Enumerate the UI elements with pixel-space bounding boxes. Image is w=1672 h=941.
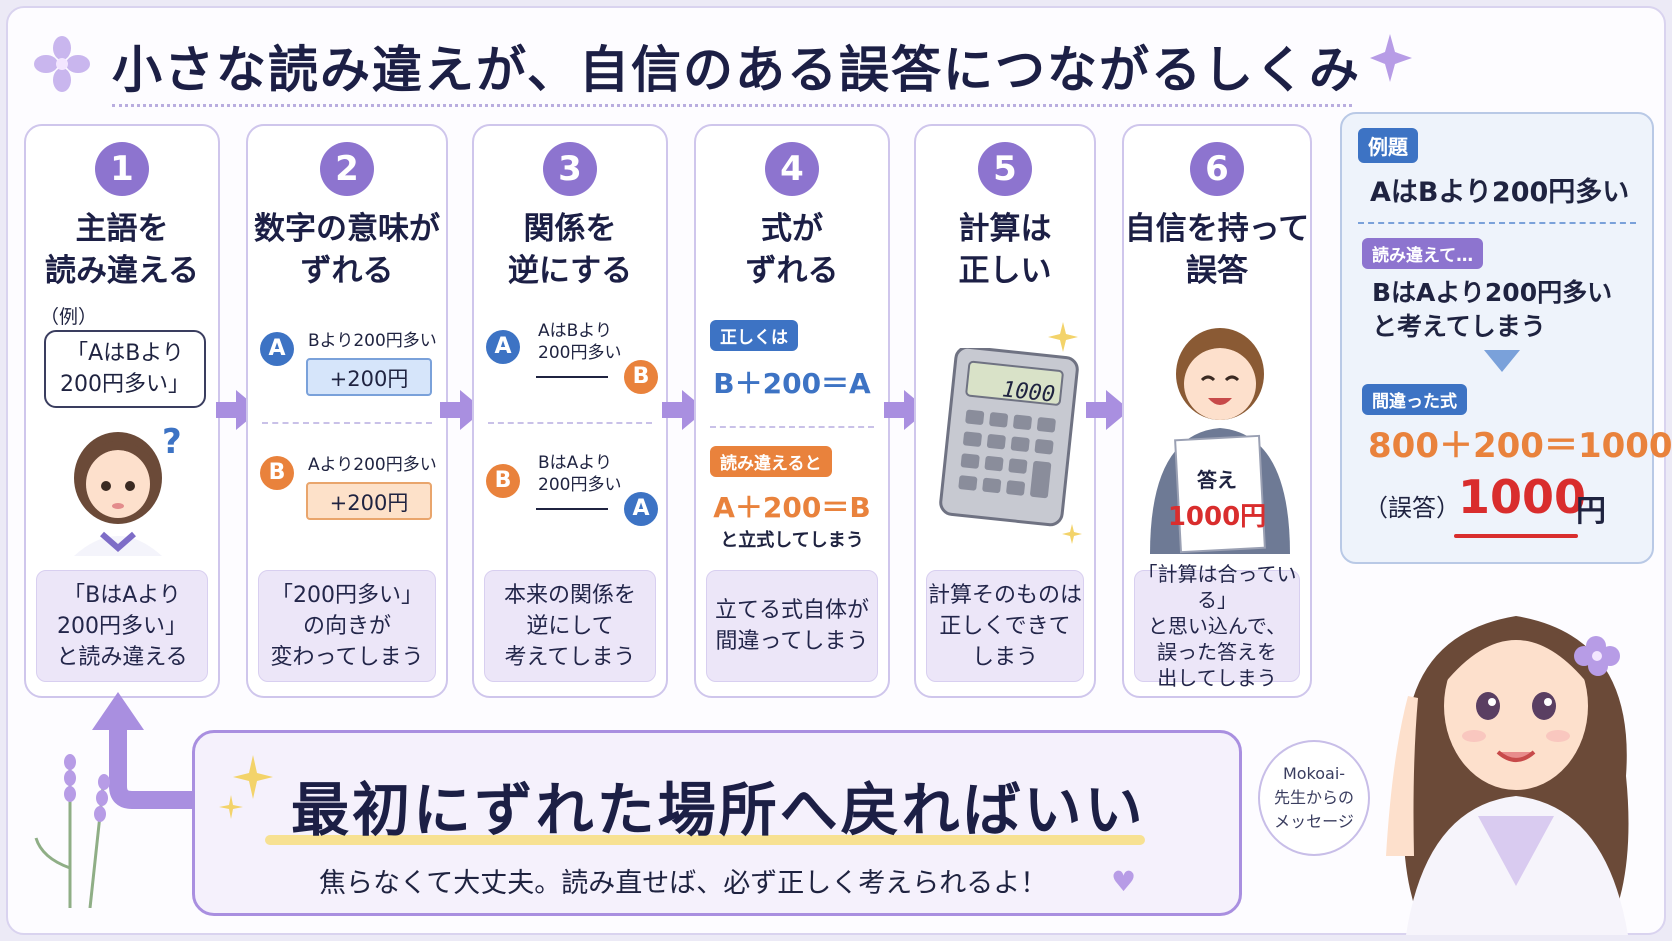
step-4-card: 4 式が ずれる 正しくは B＋200＝A 読み違えると A＋200＝B と立式… [694,124,890,698]
heart-icon: ♥ [1111,865,1137,898]
letter-b: B [260,456,294,490]
correct-formula: B＋200＝A [713,367,871,400]
step-number: 5 [978,142,1032,196]
arrow-line [536,508,608,510]
flower-icon [34,36,90,92]
step-description: 「計算は合っている」 と思い込んで、 誤った答えを 出してしまう [1134,562,1300,690]
divider [1358,222,1636,224]
answer-prefix: （誤答） [1364,494,1460,522]
message-box: 最初にずれた場所へ戻ればいい 焦らなくて大丈夫。読み直せば、必ず正しく考えられる… [192,730,1242,916]
question-icon: ? [162,422,182,462]
circle-b: B [260,456,294,490]
example-label: 例題 [1358,128,1418,163]
divider [488,422,652,424]
step-description: 立てる式自体が 間違ってしまう [706,570,878,682]
speech-bubble-text: 「AはBより 200円多い」 [60,341,190,397]
circle-a: A [486,330,520,364]
calculator-icon [939,348,1079,527]
title-divider [112,104,1352,107]
misread-text: BはAより200円多い と考えてしまう [1372,278,1613,341]
teacher-illustration [1386,616,1629,935]
step-description: 「200円多い」 の向きが 変わってしまう [258,570,436,682]
sparkle-icon [1370,34,1412,82]
letter-a: A [260,332,294,366]
letter-b: B [486,464,520,498]
wrong-label: 読み違えると [710,446,832,477]
page-title: 小さな読み違えが、自信のある誤答につながるしくみ [112,41,1361,99]
step-3-card: 3 関係を 逆にする A AはBより 200円多い B B BはAより 200円… [472,124,668,698]
step-title: 自信を持って 誤答 [1124,211,1310,289]
step-number: 2 [320,142,374,196]
divider [710,426,874,428]
circle-b: B [624,360,658,394]
step-2-card: 2 数字の意味が ずれる A Bより200円多い +200円 B Aより200円… [246,124,448,698]
step-title: 数字の意味が ずれる [254,211,440,289]
step-description: 計算そのものは 正しくできて しまう [926,570,1084,682]
arrow-line [536,376,608,378]
speech-bubble: 「AはBより 200円多い」 [44,330,206,408]
sub-message: 焦らなくて大丈夫。読み直せば、必ず正しく考えられるよ！ [319,868,1048,899]
relation-text: Aより200円多い [308,455,437,475]
wrong-formula: A＋200＝B [713,491,871,524]
correct-label: 正しくは [710,320,798,351]
circle-a: A [624,492,658,526]
step-number: 6 [1190,142,1244,196]
step-number: 1 [95,142,149,196]
step-title: 計算は 正しい [958,211,1052,289]
plus-200-box: +200円 [306,358,432,396]
sparkle-icon [219,755,273,819]
misread-label: 読み違えて… [1362,238,1484,269]
answer-paper-value: 1000円 [1167,502,1267,532]
wrong-formula: 800＋200＝1000 [1368,426,1672,466]
answer-paper-label: 答え [1197,468,1237,492]
answer-unit: 円 [1576,494,1606,529]
relation-text: AはBより 200円多い [538,321,622,363]
letter-a: A [624,492,658,526]
teacher-speech-bubble: Mokoai- 先生からの メッセージ [1258,740,1370,856]
circle-a: A [260,332,294,366]
plus-200-box: +200円 [306,482,432,520]
answer-value: 1000 [1458,470,1587,524]
girl-illustration [74,432,162,556]
step-6-card: 6 自信を持って 誤答 答え 1000円 「計算は合っている」 と思い込んで、 … [1122,124,1312,698]
step-number: 4 [765,142,819,196]
letter-a: A [486,330,520,364]
step-title: 主語を 読み違える [44,211,200,289]
step-1-card: 1 主語を 読み違える （例） 「AはBより 200円多い」 ? 「BはAより … [24,124,220,698]
wrong-formula-label: 間違った式 [1362,384,1467,415]
main-message: 最初にずれた場所へ戻ればいい [291,776,1146,844]
example-panel: 例題 AはBより200円多い 読み違えて… BはAより200円多い と考えてしま… [1340,112,1672,564]
example-problem: AはBより200円多い [1370,177,1630,208]
step-title: 式が ずれる [745,211,839,289]
calculator-display: 1000 [1000,377,1057,408]
lavender-icon [34,754,110,908]
relation-text: Bより200円多い [308,331,437,351]
answer-underline [1454,534,1578,538]
step-description: 本来の関係を 逆にして 考えてしまう [484,570,656,682]
loop-back-arrow-icon [92,692,192,809]
highlight-stroke [265,835,1145,845]
step-5-card: 5 計算は 正しい 1000 計算そのものは 正しくできて しまう [914,124,1096,698]
relation-text: BはAより 200円多い [538,453,622,495]
step-description: 「BはAより 200円多い」 と読み違える [36,570,208,682]
arrow-down-icon [1484,350,1520,372]
sparkle-icon [1048,322,1078,352]
letter-b: B [624,360,658,394]
circle-b: B [486,464,520,498]
step-number: 3 [543,142,597,196]
divider [262,422,432,424]
wrong-note: と立式してしまう [720,530,864,551]
sparkle-icon [1062,524,1082,544]
step-title: 関係を 逆にする [507,211,633,289]
example-label: （例） [40,306,98,328]
boy-illustration [1150,328,1290,554]
